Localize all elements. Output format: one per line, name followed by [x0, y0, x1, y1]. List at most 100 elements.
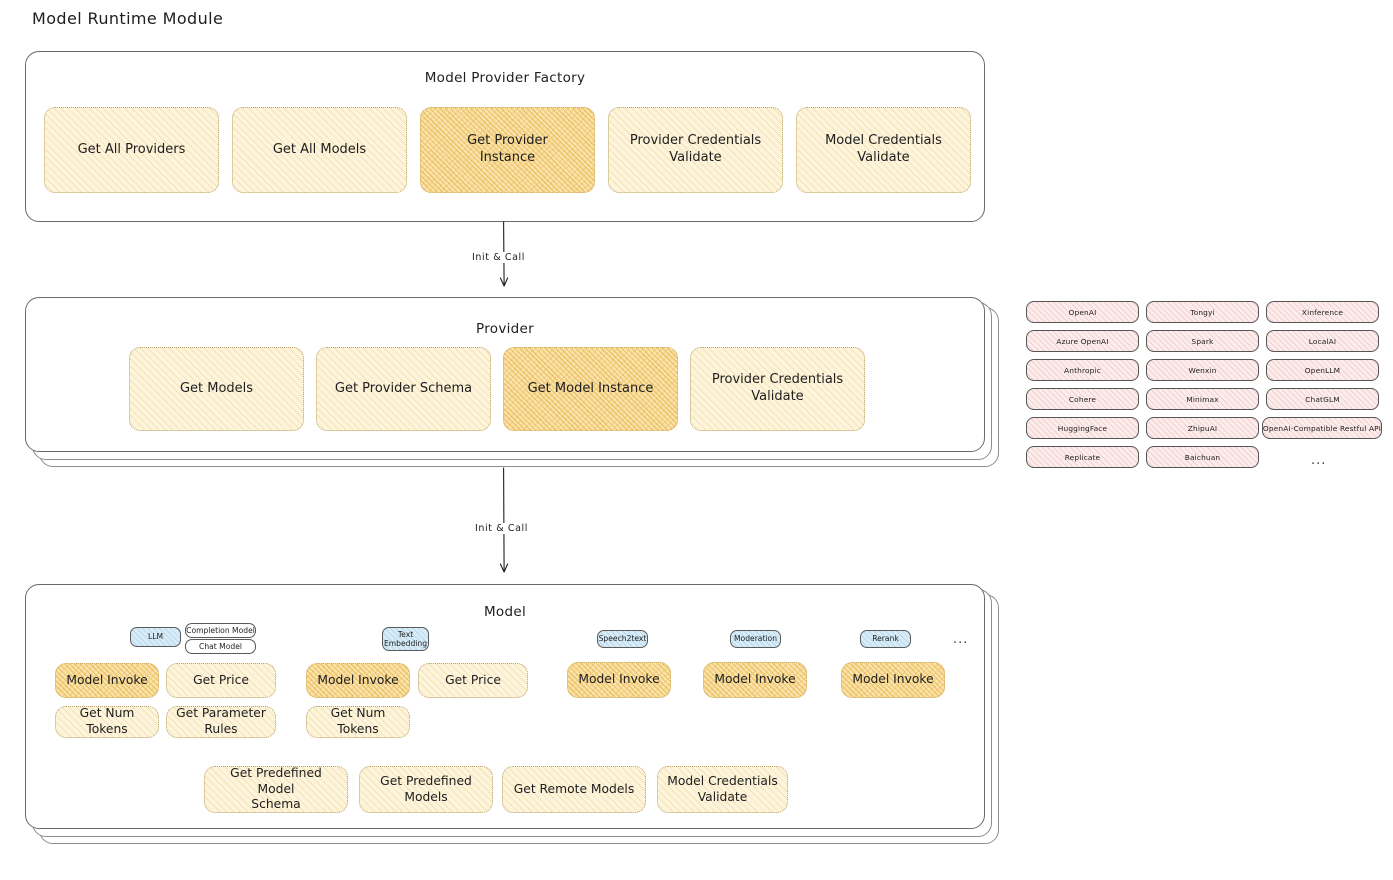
provider-chip-spark[interactable]: Spark: [1146, 330, 1259, 352]
provider-list-more-ellipsis: ...: [1311, 453, 1327, 468]
provider-chip-minimax[interactable]: Minimax: [1146, 388, 1259, 410]
arrow-label-init-call-1: Init & Call: [469, 252, 528, 263]
provider-node-get-models[interactable]: Get Models: [129, 347, 304, 431]
provider-chip-xinference[interactable]: Xinference: [1266, 301, 1379, 323]
badge-label: Speech2text: [598, 634, 647, 644]
node-label: Get Model Instance: [527, 380, 654, 396]
provider-chip-wenxin[interactable]: Wenxin: [1146, 359, 1259, 381]
node-label: Get Remote Models: [513, 781, 635, 796]
chip-label: Azure OpenAI: [1056, 336, 1109, 346]
model-type-badge-moderation[interactable]: Moderation: [730, 630, 781, 648]
node-label: Get All Models: [272, 141, 367, 157]
provider-chip-zhipuai[interactable]: ZhipuAI: [1146, 417, 1259, 439]
factory-node-get-all-models[interactable]: Get All Models: [232, 107, 407, 193]
llm-method-get-num-tokens[interactable]: Get Num Tokens: [55, 706, 159, 738]
provider-chip-huggingface[interactable]: HuggingFace: [1026, 417, 1139, 439]
provider-chip-replicate[interactable]: Replicate: [1026, 446, 1139, 468]
provider-title: Provider: [476, 321, 534, 337]
node-label: Get Price: [445, 672, 501, 687]
node-label: Model Invoke: [66, 672, 148, 687]
chip-label: Cohere: [1068, 394, 1097, 404]
chip-label: OpenAI: [1068, 307, 1097, 317]
node-label: Model Invoke: [852, 672, 934, 687]
badge-label: Rerank: [872, 634, 899, 644]
provider-chip-localai[interactable]: LocalAI: [1266, 330, 1379, 352]
node-label: Model Invoke: [578, 672, 660, 687]
badge-label: Completion Model: [186, 626, 255, 635]
provider-chip-azure-openai[interactable]: Azure OpenAI: [1026, 330, 1139, 352]
chip-label: Baichuan: [1184, 452, 1221, 462]
provider-chip-chatglm[interactable]: ChatGLM: [1266, 388, 1379, 410]
provider-chip-tongyi[interactable]: Tongyi: [1146, 301, 1259, 323]
chip-label: OpenAI-Compatible Restful API: [1262, 423, 1382, 433]
node-label: Get Num Tokens: [79, 706, 135, 736]
node-label: Model Invoke: [317, 672, 399, 687]
page-title: Model Runtime Module: [32, 9, 224, 28]
model-type-badge-speech2text[interactable]: Speech2text: [597, 630, 648, 648]
model-subtype-badge-chat-model[interactable]: Chat Model: [185, 639, 256, 654]
llm-method-get-price[interactable]: Get Price: [166, 663, 276, 698]
arrow-provider-to-model: [498, 467, 510, 580]
node-label: Get Price: [193, 672, 249, 687]
chip-label: Minimax: [1186, 394, 1219, 404]
arrow-label-init-call-2: Init & Call: [472, 523, 531, 534]
text-embedding-method-get-price[interactable]: Get Price: [418, 663, 528, 698]
provider-chip-baichuan[interactable]: Baichuan: [1146, 446, 1259, 468]
chip-label: Anthropic: [1064, 365, 1101, 375]
factory-node-get-all-providers[interactable]: Get All Providers: [44, 107, 219, 193]
node-label: Model Invoke: [714, 672, 796, 687]
model-title: Model: [483, 604, 527, 620]
model-types-more-ellipsis: ...: [953, 632, 969, 647]
moderation-method-model-invoke[interactable]: Model Invoke: [703, 662, 807, 698]
chip-label: Replicate: [1064, 452, 1101, 462]
model-shared-method-get-remote-models[interactable]: Get Remote Models: [502, 766, 646, 813]
node-label: Get All Providers: [77, 141, 186, 157]
provider-node-get-model-instance[interactable]: Get Model Instance: [503, 347, 678, 431]
model-type-badge-rerank[interactable]: Rerank: [860, 630, 911, 648]
badge-label: Chat Model: [199, 642, 242, 651]
llm-method-model-invoke[interactable]: Model Invoke: [55, 663, 159, 698]
arrow-line-2: [499, 467, 509, 573]
provider-chip-openai-compatible-restful-api[interactable]: OpenAI-Compatible Restful API: [1262, 417, 1382, 439]
chip-label: HuggingFace: [1057, 423, 1108, 433]
chip-label: Xinference: [1301, 307, 1344, 317]
provider-chip-anthropic[interactable]: Anthropic: [1026, 359, 1139, 381]
chip-label: Wenxin: [1188, 365, 1217, 375]
node-label: Get Num Tokens: [330, 706, 386, 736]
text-embedding-method-get-num-tokens[interactable]: Get Num Tokens: [306, 706, 410, 738]
chip-label: Spark: [1191, 336, 1214, 346]
chip-label: ZhipuAI: [1187, 423, 1218, 433]
node-label: Get Models: [179, 380, 254, 396]
node-label: Get Provider Schema: [334, 380, 473, 396]
provider-chip-openllm[interactable]: OpenLLM: [1266, 359, 1379, 381]
speech2text-method-model-invoke[interactable]: Model Invoke: [567, 662, 671, 698]
rerank-method-model-invoke[interactable]: Model Invoke: [841, 662, 945, 698]
chip-label: LocalAI: [1308, 336, 1337, 346]
model-subtype-badge-completion-model[interactable]: Completion Model: [185, 623, 256, 638]
provider-chip-cohere[interactable]: Cohere: [1026, 388, 1139, 410]
chip-label: ChatGLM: [1305, 394, 1340, 404]
model-type-badge-llm[interactable]: LLM: [130, 627, 181, 647]
provider-node-get-provider-schema[interactable]: Get Provider Schema: [316, 347, 491, 431]
chip-label: OpenLLM: [1304, 365, 1341, 375]
provider-chip-openai[interactable]: OpenAI: [1026, 301, 1139, 323]
badge-label: LLM: [147, 632, 163, 642]
text-embedding-method-model-invoke[interactable]: Model Invoke: [306, 663, 410, 698]
